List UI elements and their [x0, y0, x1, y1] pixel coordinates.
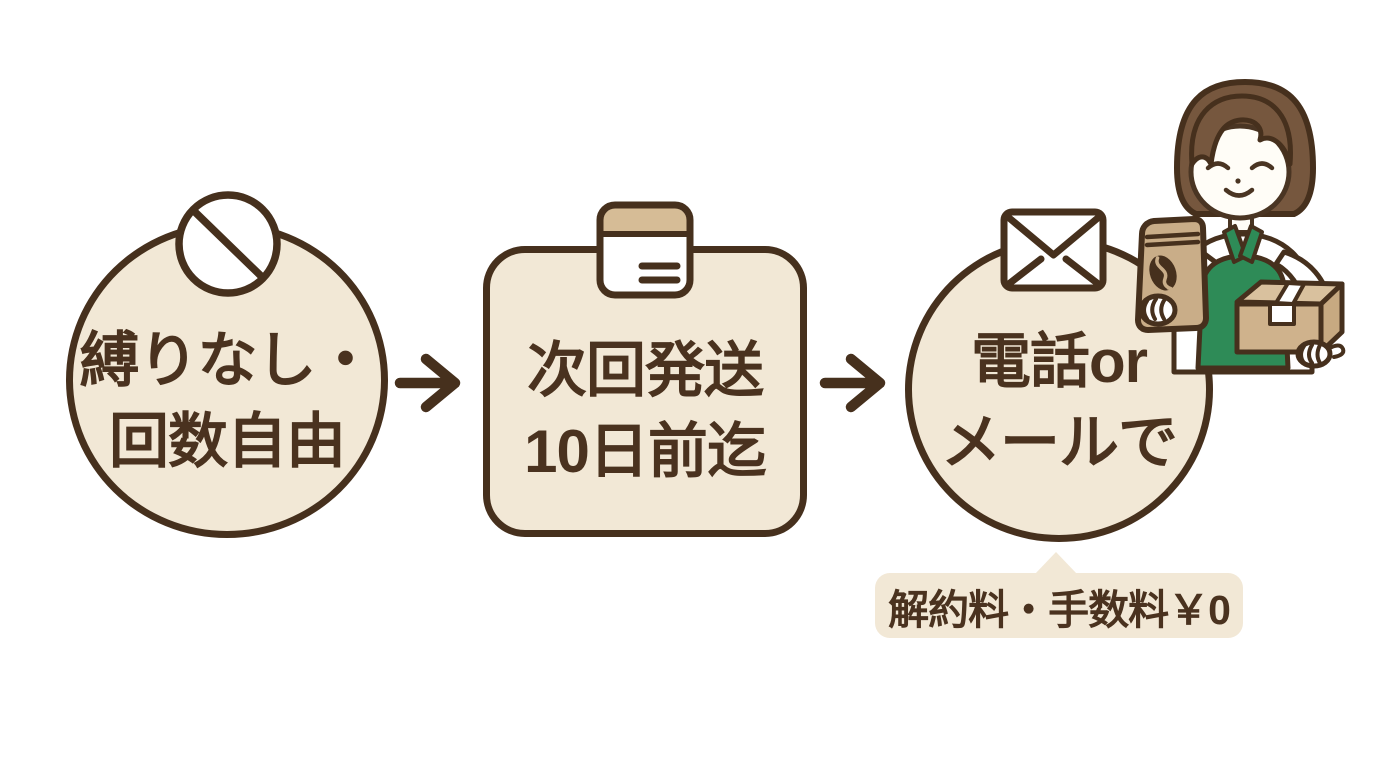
cancellation-fee-callout: 解約料・手数料￥0: [875, 552, 1243, 638]
nose: [1235, 178, 1241, 184]
flow-arrow-icon: [394, 353, 461, 413]
coffee-bean: [1149, 255, 1177, 291]
calendar-icon: [596, 201, 694, 299]
hand: [1138, 293, 1178, 327]
apron-strap: [1238, 224, 1264, 264]
prohibition-icon: [175, 191, 281, 297]
step-line: 10日前迄: [524, 418, 767, 485]
cardboard-box: [1234, 279, 1345, 355]
step-no-commitment-label: 縛りなし・ 回数自由: [73, 320, 381, 482]
step-line: 次回発送: [527, 337, 764, 404]
step-line: 回数自由: [109, 408, 346, 475]
step-shipping-deadline: 次回発送 10日前迄: [483, 201, 807, 537]
step-line: 電話or: [971, 328, 1148, 395]
envelope-icon: [1000, 208, 1107, 292]
step-shipping-deadline-label: 次回発送 10日前迄: [490, 330, 800, 492]
step-contact-method-label: 電話or メールで: [912, 321, 1206, 483]
closed-eye: [1205, 161, 1231, 171]
step-no-commitment: 縛りなし・ 回数自由: [66, 191, 388, 538]
smile: [1223, 187, 1255, 198]
callout-pointer: [1035, 552, 1077, 574]
step-line: メールで: [941, 409, 1178, 476]
step-contact-method: 電話or メールで: [905, 208, 1213, 542]
staff-illustration: [1135, 79, 1346, 375]
flow-arrow-icon: [819, 353, 886, 413]
bangs: [1189, 93, 1293, 167]
callout-text: 解約料・手数料￥0: [888, 586, 1231, 633]
hand: [1295, 339, 1346, 369]
tape: [1268, 302, 1296, 326]
step-line: 縛りなし・: [79, 327, 376, 394]
closed-eye: [1249, 161, 1275, 171]
